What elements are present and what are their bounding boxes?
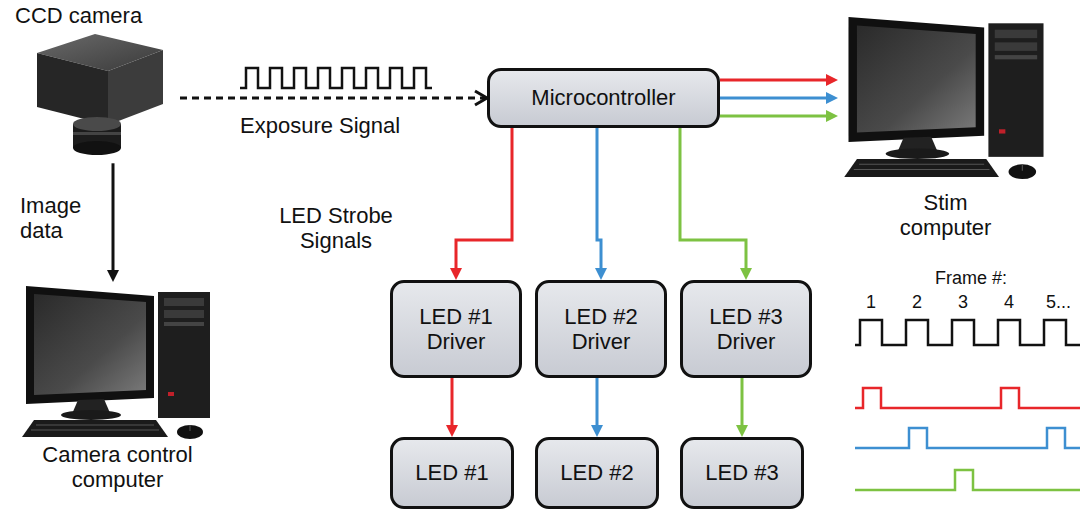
box-label: LED #3 Driver — [691, 304, 801, 355]
connector-line — [597, 128, 601, 269]
microcontroller-box: Microcontroller — [487, 68, 720, 128]
frame-heading: Frame #: — [935, 268, 1055, 289]
icon-use — [37, 34, 163, 155]
led3-strobe-wave — [855, 470, 1080, 490]
connector-line — [451, 378, 454, 426]
connector-label: Image data — [20, 193, 105, 244]
connector-line — [720, 115, 827, 118]
arrow-head — [446, 425, 458, 437]
arrow-head — [826, 74, 838, 86]
box-label: LED #2 Driver — [546, 304, 656, 355]
led-driver-box: LED #1 Driver — [390, 280, 522, 378]
led-box: LED #1 — [390, 437, 514, 509]
signal-arrow — [720, 92, 838, 104]
frame-number: 5... — [1046, 292, 1082, 313]
led-driver-box: LED #2 Driver — [535, 280, 667, 378]
connector-line — [596, 378, 599, 426]
box-label: LED #1 — [415, 460, 488, 485]
led1-strobe-wave — [855, 388, 1080, 408]
arrow-head — [450, 268, 462, 280]
frame-number: 3 — [948, 292, 978, 313]
connector-line — [720, 79, 827, 82]
connector-line — [112, 163, 115, 271]
signal-arrow — [107, 163, 119, 282]
arrow-head — [591, 425, 603, 437]
icon-use — [22, 286, 210, 439]
signal-arrow — [720, 110, 838, 122]
signal-arrow — [720, 74, 838, 86]
connector-line — [680, 128, 746, 269]
arrow-head — [595, 268, 607, 280]
signal-group-label: LED Strobe Signals — [245, 203, 427, 254]
box-label: LED #1 Driver — [401, 304, 511, 355]
node-caption: Stim computer — [888, 190, 1003, 241]
signal-arrow — [680, 128, 752, 280]
connector-line — [180, 97, 485, 100]
connector-line — [720, 97, 827, 100]
signal-arrow — [595, 128, 607, 280]
camera-illustration: CCD camera — [15, 3, 180, 163]
arrow-head — [740, 268, 752, 280]
led2-strobe-wave — [855, 428, 1080, 448]
node-caption: Camera control computer — [10, 442, 225, 493]
computer-illustration: Camera control computer — [10, 282, 225, 493]
computer-illustration: Stim computer — [838, 5, 1053, 241]
arrow-head — [736, 425, 748, 437]
signal-arrow — [591, 378, 603, 437]
node-caption: CCD camera — [15, 3, 180, 28]
frame-number: 1 — [856, 292, 886, 313]
frame-exposure-wave — [855, 320, 1080, 345]
box-label: LED #3 — [705, 460, 778, 485]
signal-arrow — [736, 378, 748, 437]
signal-arrow — [450, 128, 512, 280]
arrow-head — [107, 270, 119, 282]
computer-icon — [840, 5, 1052, 190]
led-box: LED #3 — [680, 437, 804, 509]
signal-arrow — [180, 91, 487, 105]
arrow-head — [826, 110, 838, 122]
exposure-square-wave — [240, 68, 432, 88]
connector-line — [741, 378, 744, 426]
frame-number: 4 — [994, 292, 1024, 313]
ccd-camera-icon — [15, 28, 180, 163]
frame-number: 2 — [902, 292, 932, 313]
led-driver-box: LED #3 Driver — [680, 280, 812, 378]
computer-icon — [18, 282, 218, 442]
icon-use — [844, 17, 1043, 179]
connector-line — [456, 128, 512, 269]
box-label: Microcontroller — [531, 85, 675, 110]
arrow-head — [475, 91, 487, 105]
led-box: LED #2 — [535, 437, 659, 509]
arrow-head — [826, 92, 838, 104]
box-label: LED #2 — [560, 460, 633, 485]
connector-label: Exposure Signal — [240, 113, 440, 138]
signal-arrow — [446, 378, 458, 437]
